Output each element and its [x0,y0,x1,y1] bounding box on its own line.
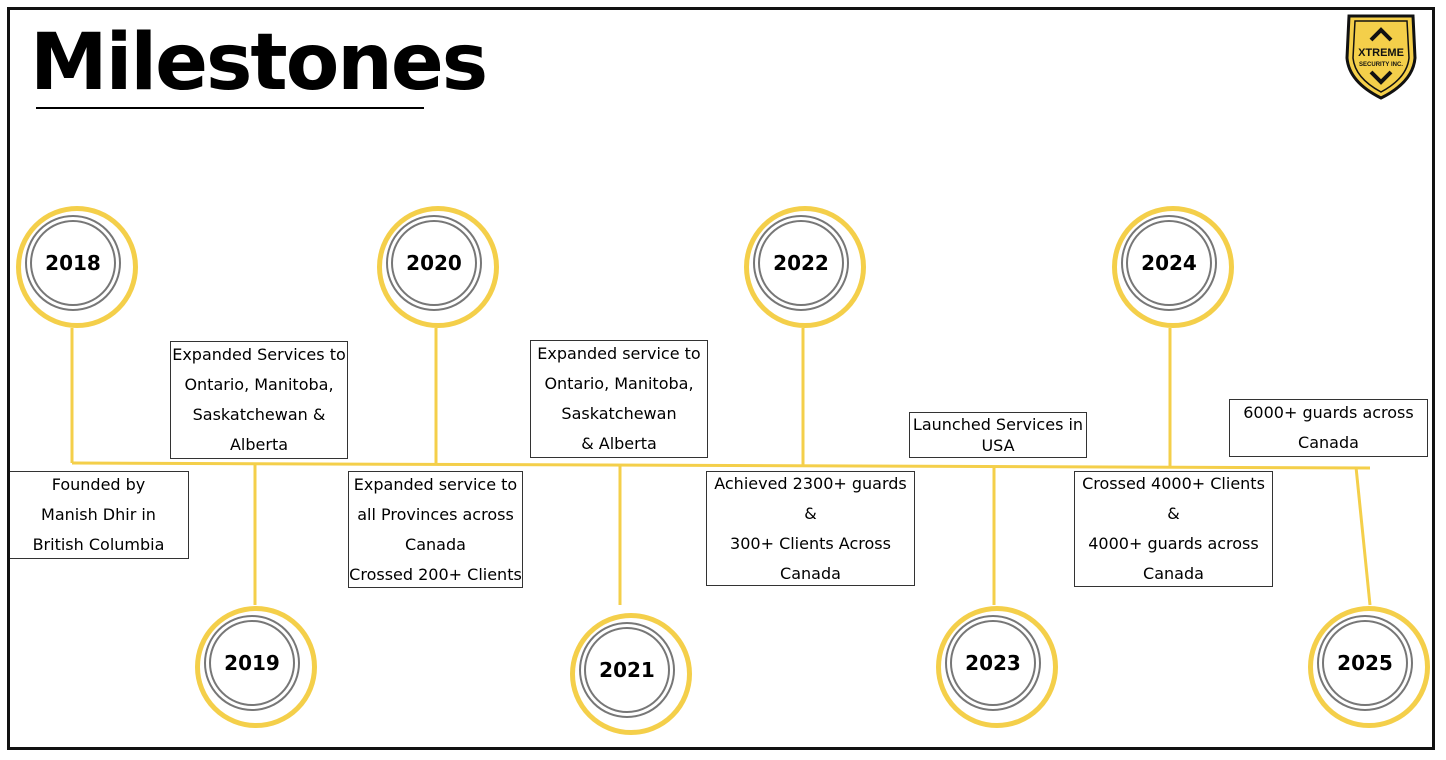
page-title: Milestones [30,18,488,108]
milestone-text-2025: 6000+ guards across Canada [1229,399,1428,457]
year-label: 2023 [965,651,1021,675]
milestone-text-2024: Crossed 4000+ Clients & 4000+ guards acr… [1074,471,1273,587]
milestone-text-2020: Expanded service to all Provinces across… [348,471,523,588]
timeline-main-line [71,461,1371,470]
year-label: 2018 [45,251,101,275]
connector-2025 [1354,466,1372,606]
year-label: 2025 [1337,651,1393,675]
logo-text-main: XTREME [1358,47,1404,59]
year-circle-2020: 2020 [377,206,499,328]
title-underline [36,107,424,109]
milestone-text-2023: Launched Services in USA [909,412,1087,458]
year-label: 2021 [599,658,655,682]
year-circle-2024: 2024 [1112,206,1234,328]
milestone-text-2022: Achieved 2300+ guards & 300+ Clients Acr… [706,471,915,586]
timeline-connectors [70,328,1372,606]
year-circle-2023: 2023 [936,606,1058,728]
milestones-slide: Milestones XTREME SECURITY INC. 2018 201… [7,7,1435,750]
year-circle-2022: 2022 [744,206,866,328]
year-label: 2024 [1141,251,1197,275]
year-label: 2022 [773,251,829,275]
company-logo: XTREME SECURITY INC. [1345,14,1417,100]
year-label: 2019 [224,651,280,675]
milestone-text-2021: Expanded service to Ontario, Manitoba, S… [530,340,708,458]
year-circle-2019: 2019 [195,606,317,728]
logo-text-sub: SECURITY INC. [1359,62,1403,68]
milestone-text-2018: Founded by Manish Dhir in British Columb… [10,471,189,559]
milestone-text-2019: Expanded Services to Ontario, Manitoba, … [170,341,348,459]
year-circle-2018: 2018 [16,206,138,328]
year-circle-2025: 2025 [1308,606,1430,728]
year-circle-2021: 2021 [570,613,692,735]
year-label: 2020 [406,251,462,275]
